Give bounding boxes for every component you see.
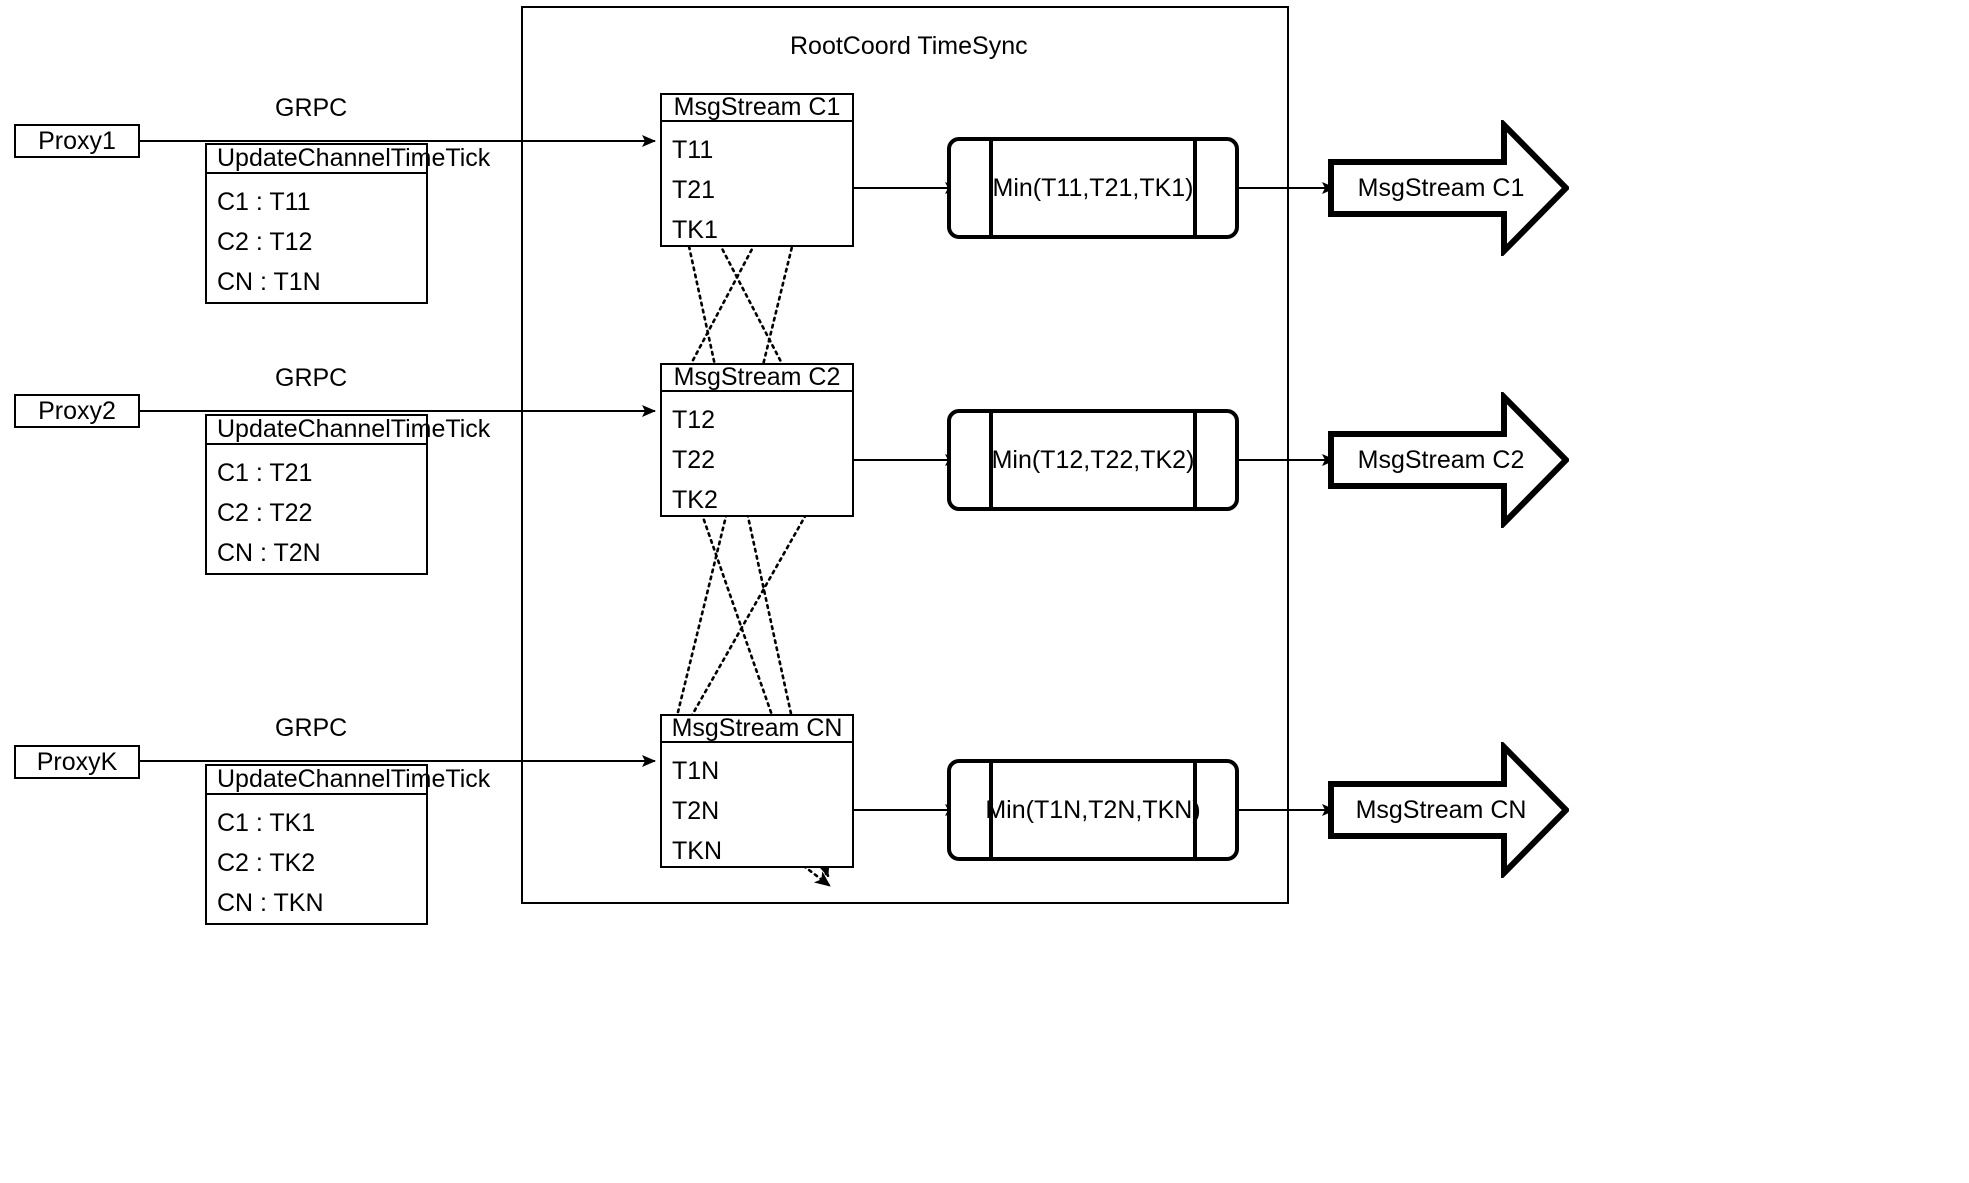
blockarrow-shape <box>1328 742 1569 878</box>
output-label: MsgStream CN <box>1355 795 1527 824</box>
rpc-rows: C1 : T11 C2 : T12 CN : T1N <box>207 174 426 302</box>
rpc-title: UpdateChannelTimeTick <box>207 416 490 445</box>
msgstream-title: MsgStream C2 <box>662 365 852 392</box>
update-channel-timetick-1[interactable]: UpdateChannelTimeTick C1 : T11 C2 : T12 … <box>205 143 490 304</box>
grpc-label-k: GRPC <box>275 714 348 742</box>
msgstream-buffer-c2[interactable]: MsgStream C2 T12 T22 TK2 <box>660 363 854 517</box>
update-channel-timetick-k[interactable]: UpdateChannelTimeTick C1 : TK1 C2 : TK2 … <box>205 764 490 925</box>
rpc-title: UpdateChannelTimeTick <box>207 145 490 174</box>
msgstream-row: T12 <box>672 405 716 434</box>
subroutine-left-bar <box>989 141 993 235</box>
rootcoord-timesync-title: RootCoord TimeSync <box>790 32 1028 60</box>
output-blockarrow-c1[interactable]: MsgStream C1 <box>1328 120 1569 256</box>
grpc-label-2: GRPC <box>275 364 348 392</box>
msgstream-row: T21 <box>672 175 716 204</box>
min-label: Min(T11,T21,TK1) <box>992 173 1194 202</box>
subroutine-left-bar <box>989 763 993 857</box>
msgstream-row: TK2 <box>672 485 718 514</box>
msgstream-row: T22 <box>672 445 716 474</box>
output-label: MsgStream C2 <box>1357 445 1525 474</box>
rootcoord-timesync-container <box>521 6 1289 904</box>
msgstream-title: MsgStream CN <box>662 716 852 743</box>
msgstream-row: TK1 <box>672 215 718 244</box>
msgstream-row: TKN <box>672 836 722 865</box>
grpc-label-1: GRPC <box>275 94 348 122</box>
msgstream-rows: T12 T22 TK2 <box>662 392 852 520</box>
output-label: MsgStream C1 <box>1357 173 1525 202</box>
msgstream-buffer-cn[interactable]: MsgStream CN T1N T2N TKN <box>660 714 854 868</box>
min-block-cn[interactable]: Min(T1N,T2N,TKN) <box>947 759 1239 861</box>
rpc-row: C2 : TK2 <box>217 848 316 877</box>
output-blockarrow-c2[interactable]: MsgStream C2 <box>1328 392 1569 528</box>
rpc-row: C1 : T11 <box>217 187 311 216</box>
msgstream-title: MsgStream C1 <box>662 95 852 122</box>
msgstream-buffer-c1[interactable]: MsgStream C1 T11 T21 TK1 <box>660 93 854 247</box>
proxy-box-2[interactable]: Proxy2 <box>14 394 140 428</box>
rpc-row: CN : T2N <box>217 538 321 567</box>
msgstream-row: T2N <box>672 796 720 825</box>
proxy-box-k[interactable]: ProxyK <box>14 745 140 779</box>
rpc-row: C2 : T22 <box>217 498 313 527</box>
subroutine-right-bar <box>1193 141 1197 235</box>
rpc-row: CN : T1N <box>217 267 321 296</box>
rpc-title: UpdateChannelTimeTick <box>207 766 490 795</box>
msgstream-row: T11 <box>672 135 714 164</box>
min-block-c1[interactable]: Min(T11,T21,TK1) <box>947 137 1239 239</box>
blockarrow-shape <box>1328 120 1569 256</box>
rpc-row: C1 : TK1 <box>217 808 316 837</box>
subroutine-right-bar <box>1193 413 1197 507</box>
proxy-label: Proxy1 <box>38 126 116 155</box>
rpc-rows: C1 : T21 C2 : T22 CN : T2N <box>207 445 426 573</box>
msgstream-rows: T11 T21 TK1 <box>662 122 852 250</box>
subroutine-right-bar <box>1193 763 1197 857</box>
proxy-box-1[interactable]: Proxy1 <box>14 124 140 158</box>
rpc-row: C1 : T21 <box>217 458 313 487</box>
rpc-rows: C1 : TK1 C2 : TK2 CN : TKN <box>207 795 426 923</box>
proxy-label: Proxy2 <box>38 396 116 425</box>
min-label: Min(T1N,T2N,TKN) <box>985 795 1201 824</box>
blockarrow-shape <box>1328 392 1569 528</box>
subroutine-left-bar <box>989 413 993 507</box>
edge-pk-c2 <box>664 474 830 763</box>
output-blockarrow-cn[interactable]: MsgStream CN <box>1328 742 1569 878</box>
msgstream-row: T1N <box>672 756 720 785</box>
rpc-row: CN : TKN <box>217 888 324 917</box>
msgstream-rows: T1N T2N TKN <box>662 743 852 871</box>
rpc-row: C2 : T12 <box>217 227 313 256</box>
min-block-c2[interactable]: Min(T12,T22,TK2) <box>947 409 1239 511</box>
min-label: Min(T12,T22,TK2) <box>991 445 1195 474</box>
proxy-label: ProxyK <box>36 747 118 776</box>
update-channel-timetick-2[interactable]: UpdateChannelTimeTick C1 : T21 C2 : T22 … <box>205 414 490 575</box>
